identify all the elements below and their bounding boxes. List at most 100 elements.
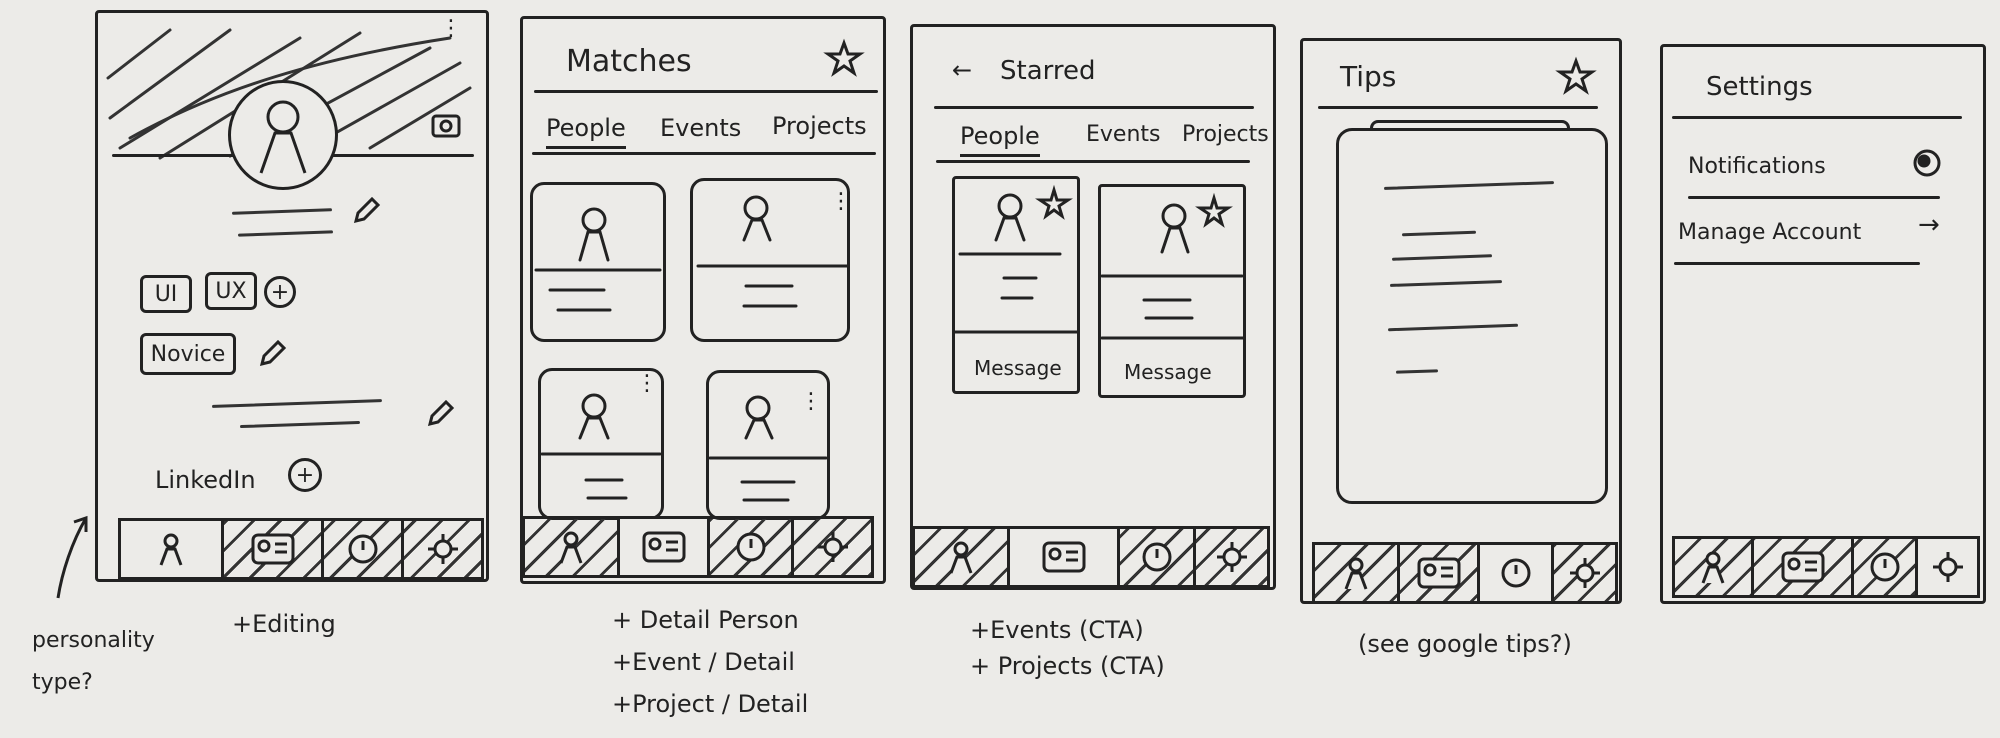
profile-card-icon	[251, 533, 294, 565]
tab-projects[interactable]: Projects	[1182, 122, 1269, 147]
clock-icon	[1501, 558, 1530, 588]
note-projects-cta: + Projects (CTA)	[970, 652, 1165, 680]
pencil-icon[interactable]	[426, 398, 456, 428]
star-icon[interactable]	[823, 38, 865, 77]
tag-ui[interactable]: UI	[140, 275, 192, 313]
tab-profile[interactable]	[915, 529, 1007, 585]
tab-settings[interactable]	[1551, 545, 1615, 601]
svg-text:⋮: ⋮	[800, 389, 822, 414]
person-icon	[949, 541, 973, 574]
pencil-icon[interactable]	[352, 195, 382, 225]
header-divider	[1672, 116, 1962, 119]
person-icon	[1344, 557, 1368, 590]
profile-card-icon	[642, 531, 685, 563]
profile-card-icon	[1417, 557, 1460, 589]
pencil-icon[interactable]	[258, 338, 288, 368]
clock-icon	[1142, 542, 1171, 572]
settings-screen	[1660, 44, 1986, 604]
chevron-right-icon[interactable]: →	[1918, 210, 1940, 240]
page-title: Tips	[1340, 60, 1397, 93]
tab-matches[interactable]	[221, 521, 321, 577]
profile-card-icon	[1781, 551, 1824, 583]
tab-people[interactable]: People	[960, 122, 1040, 157]
tab-events[interactable]: Events	[1086, 122, 1161, 147]
tab-tips[interactable]	[1477, 545, 1551, 601]
tab-matches[interactable]	[1751, 539, 1851, 595]
note-arrow	[56, 515, 88, 599]
more-vert-icon[interactable]: ⋮	[440, 16, 462, 41]
tab-matches[interactable]	[617, 519, 707, 575]
tab-profile[interactable]	[1315, 545, 1397, 601]
message-button[interactable]: Message	[974, 356, 1062, 380]
tab-tips[interactable]	[1851, 539, 1915, 595]
profile-card-icon	[1042, 541, 1085, 573]
page-title: Settings	[1706, 72, 1813, 102]
settings-divider	[1688, 196, 1940, 199]
note-personality: personality type?	[32, 628, 155, 695]
message-button[interactable]: Message	[1124, 360, 1212, 384]
tabs-divider	[936, 160, 1250, 163]
tab-profile[interactable]	[1675, 539, 1751, 595]
svg-text:⋮: ⋮	[830, 189, 852, 214]
add-linkedin-button[interactable]: +	[288, 458, 322, 492]
star-icon[interactable]	[1555, 56, 1597, 95]
settings-item-notifications[interactable]: Notifications	[1688, 154, 1826, 179]
tab-events[interactable]: Events	[660, 114, 742, 142]
tab-settings[interactable]	[401, 521, 481, 577]
tab-profile[interactable]	[121, 521, 221, 577]
starred-cards-content	[952, 184, 1246, 340]
match-card[interactable]	[530, 182, 666, 342]
gear-icon	[1569, 558, 1600, 588]
gear-icon	[1932, 552, 1963, 582]
clock-icon	[1870, 552, 1899, 582]
profile-screen	[95, 10, 489, 582]
svg-text:⋮: ⋮	[636, 371, 658, 396]
tab-matches[interactable]	[1397, 545, 1477, 601]
matches-tab-bar	[522, 516, 874, 578]
clock-icon	[348, 534, 377, 564]
back-arrow-icon[interactable]: ←	[952, 56, 973, 84]
tab-tips[interactable]	[707, 519, 791, 575]
settings-tab-bar	[1672, 536, 1980, 598]
gear-icon	[427, 534, 458, 564]
person-icon	[1701, 551, 1725, 584]
add-tag-button[interactable]: +	[264, 276, 296, 308]
profile-tab-bar	[118, 518, 484, 580]
tab-profile[interactable]	[525, 519, 617, 575]
person-icon	[559, 531, 583, 564]
camera-icon[interactable]	[430, 108, 464, 142]
clock-icon	[736, 532, 765, 562]
settings-divider	[1674, 262, 1920, 265]
matches-screen	[520, 16, 886, 584]
note-editing: +Editing	[232, 610, 336, 638]
gear-icon	[1216, 542, 1247, 572]
gear-icon	[817, 532, 848, 562]
tab-tips[interactable]	[321, 521, 401, 577]
header-divider	[934, 106, 1254, 109]
person-icon	[259, 100, 307, 174]
tab-matches[interactable]	[1007, 529, 1117, 585]
tab-projects[interactable]: Projects	[772, 112, 867, 140]
level-badge[interactable]: Novice	[140, 333, 236, 375]
tabs-divider	[532, 152, 876, 155]
header-divider	[1318, 106, 1598, 109]
tab-settings[interactable]	[1915, 539, 1977, 595]
starred-tab-bar	[912, 526, 1270, 588]
toggle-icon[interactable]	[1912, 148, 1942, 178]
note-events-cta: +Events (CTA)	[970, 616, 1144, 644]
note-event-detail: +Event / Detail	[612, 648, 795, 676]
starred-card[interactable]	[1098, 184, 1246, 398]
tab-people[interactable]: People	[546, 114, 626, 149]
match-cards-content: ⋮ ⋮ ⋮	[534, 189, 852, 502]
tab-settings[interactable]	[1193, 529, 1267, 585]
avatar[interactable]	[228, 80, 338, 190]
tag-ux[interactable]: UX	[205, 272, 257, 310]
tips-tab-bar	[1312, 542, 1618, 604]
match-card[interactable]	[690, 178, 850, 342]
linkedin-label: LinkedIn	[155, 466, 256, 494]
tab-tips[interactable]	[1117, 529, 1193, 585]
tip-card[interactable]	[1336, 128, 1608, 504]
starred-card[interactable]	[952, 176, 1080, 394]
tab-settings[interactable]	[791, 519, 871, 575]
settings-item-manage-account[interactable]: Manage Account	[1678, 220, 1862, 245]
